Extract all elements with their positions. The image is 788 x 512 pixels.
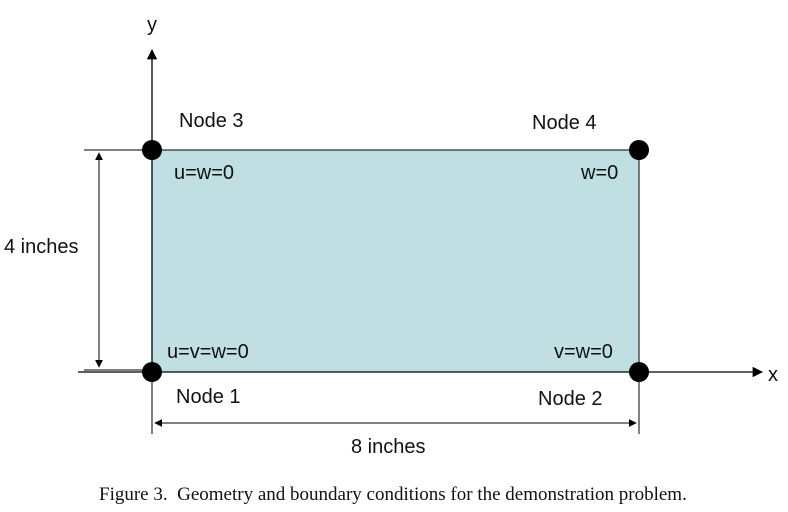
node-4-bc: w=0 xyxy=(580,162,618,184)
x-axis-label: x xyxy=(768,364,778,386)
node-4-label: Node 4 xyxy=(532,112,597,134)
height-label: 4 inches xyxy=(4,236,79,258)
node-1-label: Node 1 xyxy=(176,386,241,408)
node-3-dot xyxy=(142,140,162,160)
node-3-bc: u=w=0 xyxy=(174,162,234,184)
node-1-bc: u=v=w=0 xyxy=(167,341,249,363)
node-2-dot xyxy=(629,362,649,382)
node-2-bc: v=w=0 xyxy=(554,341,613,363)
node-4-dot xyxy=(629,140,649,160)
node-3-label: Node 3 xyxy=(179,110,244,132)
width-label: 8 inches xyxy=(351,436,426,458)
y-axis-label: y xyxy=(147,14,157,36)
node-1-dot xyxy=(142,362,162,382)
plate-rectangle xyxy=(151,149,640,373)
node-2-label: Node 2 xyxy=(538,388,603,410)
figure-caption: Figure 3. Geometry and boundary conditio… xyxy=(99,484,687,505)
